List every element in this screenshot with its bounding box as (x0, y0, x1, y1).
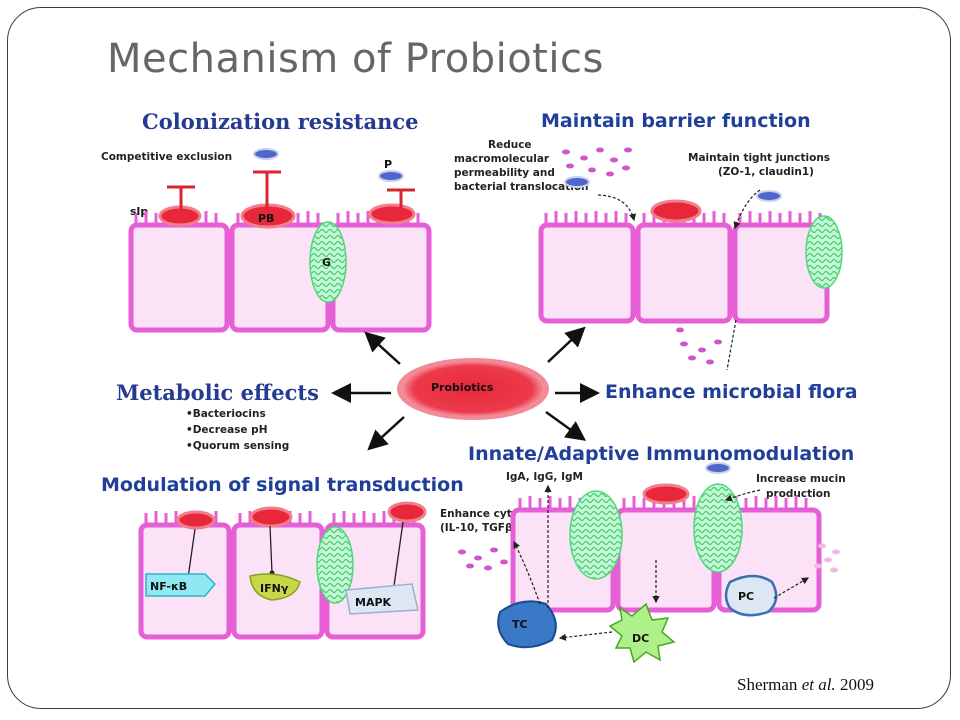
tc-cell (497, 600, 557, 649)
signal-lines (187, 521, 404, 594)
junction-leak-line (726, 319, 737, 371)
tight-junction-label-2: (ZO-1, claudin1) (718, 166, 814, 178)
probiotic-bacterium-icon (650, 199, 702, 223)
metabolic-item: •Bacteriocins (186, 408, 266, 420)
mucin-arrow (724, 489, 761, 502)
macromolecule-dots (562, 147, 722, 365)
ifn-label: IFNγ (260, 582, 289, 595)
cytokine-dots (458, 547, 508, 571)
mapk-shape (345, 583, 419, 615)
cytokine-label-2: (IL-10, TGFβ) (440, 522, 517, 534)
mucin-label-1: Increase mucin (756, 473, 846, 485)
mucin-label-2: production (766, 488, 830, 500)
epithelial-cell (538, 222, 636, 324)
barrier-panel: Maintain barrier function Reduce macromo… (454, 110, 843, 371)
goblet-cell (693, 483, 743, 573)
probiotic-bacterium-icon (642, 483, 690, 505)
pb-label: PB (258, 212, 274, 225)
center-hub: Probiotics (331, 326, 600, 451)
ifn-receptor-shape (249, 573, 301, 601)
probiotic-bacterium-icon (176, 510, 216, 530)
goblet-cell (569, 490, 623, 580)
arrow-signal (367, 416, 405, 451)
probiotic-bacterium-icon (387, 501, 427, 523)
mapk-label: MAPK (355, 596, 392, 609)
signal-panel: Modulation of signal transduction NF-κB … (101, 474, 464, 640)
probiotics-bacterium (397, 358, 549, 420)
epithelial-cell (128, 222, 230, 333)
pc-to-mucin-arrow (773, 577, 810, 599)
citation: Sherman et al. 2009 (737, 675, 874, 695)
citation-etal: et al. (801, 675, 836, 694)
citation-author: Sherman (737, 675, 798, 694)
reduce-label-1: Reduce (488, 139, 532, 151)
goblet-cell (316, 526, 354, 604)
barrier-heading: Maintain barrier function (541, 110, 811, 132)
dc-label: DC (632, 632, 649, 645)
goblet-cell (805, 215, 843, 289)
slide-title: Mechanism of Probiotics (107, 36, 604, 82)
reduce-label-4: bacterial translocation (454, 181, 589, 193)
inhibition-bars (167, 170, 415, 210)
epithelial-cell (635, 222, 733, 324)
bacterium-icon (564, 176, 590, 188)
epithelial-cell (330, 222, 432, 333)
bacterium-icon (705, 462, 731, 474)
metabolic-item: •Decrease pH (186, 424, 268, 436)
bacterium-icon (253, 148, 279, 160)
translocation-arrow (597, 194, 637, 222)
tight-junction-arrow (733, 189, 761, 230)
probiotic-bacterium-icon (158, 205, 202, 227)
competitive-exclusion-label: Competitive exclusion (101, 151, 232, 163)
bacterium-icon (378, 170, 404, 182)
arrow-colonization (364, 331, 401, 365)
g-label: G (322, 256, 331, 269)
tc-label: TC (512, 618, 528, 631)
arrow-barrier (547, 326, 586, 363)
p-label: P (384, 158, 392, 171)
dc-cell (608, 602, 676, 664)
arrow-immuno (545, 410, 587, 441)
ig-label: IgA, IgG, IgM (506, 471, 583, 483)
tight-junction-label-1: Maintain tight junctions (688, 152, 830, 164)
colonization-panel: Colonization resistance Competitive excl… (101, 109, 432, 333)
cytokine-arrow (513, 540, 541, 605)
pc-label: PC (738, 590, 754, 603)
citation-year: 2009 (839, 675, 874, 694)
nfkb-label: NF-κB (150, 580, 187, 593)
immuno-panel: Innate/Adaptive Immunomodulation IgA, Ig… (440, 443, 854, 664)
reduce-label-2: macromolecular (454, 153, 550, 165)
probiotic-bacterium-icon (249, 506, 293, 528)
reduce-label-3: permeability and (454, 167, 555, 179)
nfkb-receptor-shape (145, 573, 217, 597)
goblet-cell (309, 221, 347, 303)
probiotic-bacterium-icon (368, 203, 416, 225)
colonization-heading: Colonization resistance (142, 109, 419, 134)
metabolic-panel: Metabolic effects •Bacteriocins •Decreas… (116, 380, 319, 452)
signal-heading: Modulation of signal transduction (101, 474, 464, 496)
dc-to-tc-arrow (558, 631, 613, 641)
immuno-heading: Innate/Adaptive Immunomodulation (468, 443, 854, 465)
bacterium-icon (756, 190, 782, 202)
probiotics-label: Probiotics (431, 381, 494, 394)
flora-heading: Enhance microbial flora (605, 381, 858, 403)
metabolic-item: •Quorum sensing (186, 440, 289, 452)
mucin-dots (814, 543, 840, 573)
metabolic-heading: Metabolic effects (116, 380, 319, 405)
pc-cell (724, 574, 778, 617)
